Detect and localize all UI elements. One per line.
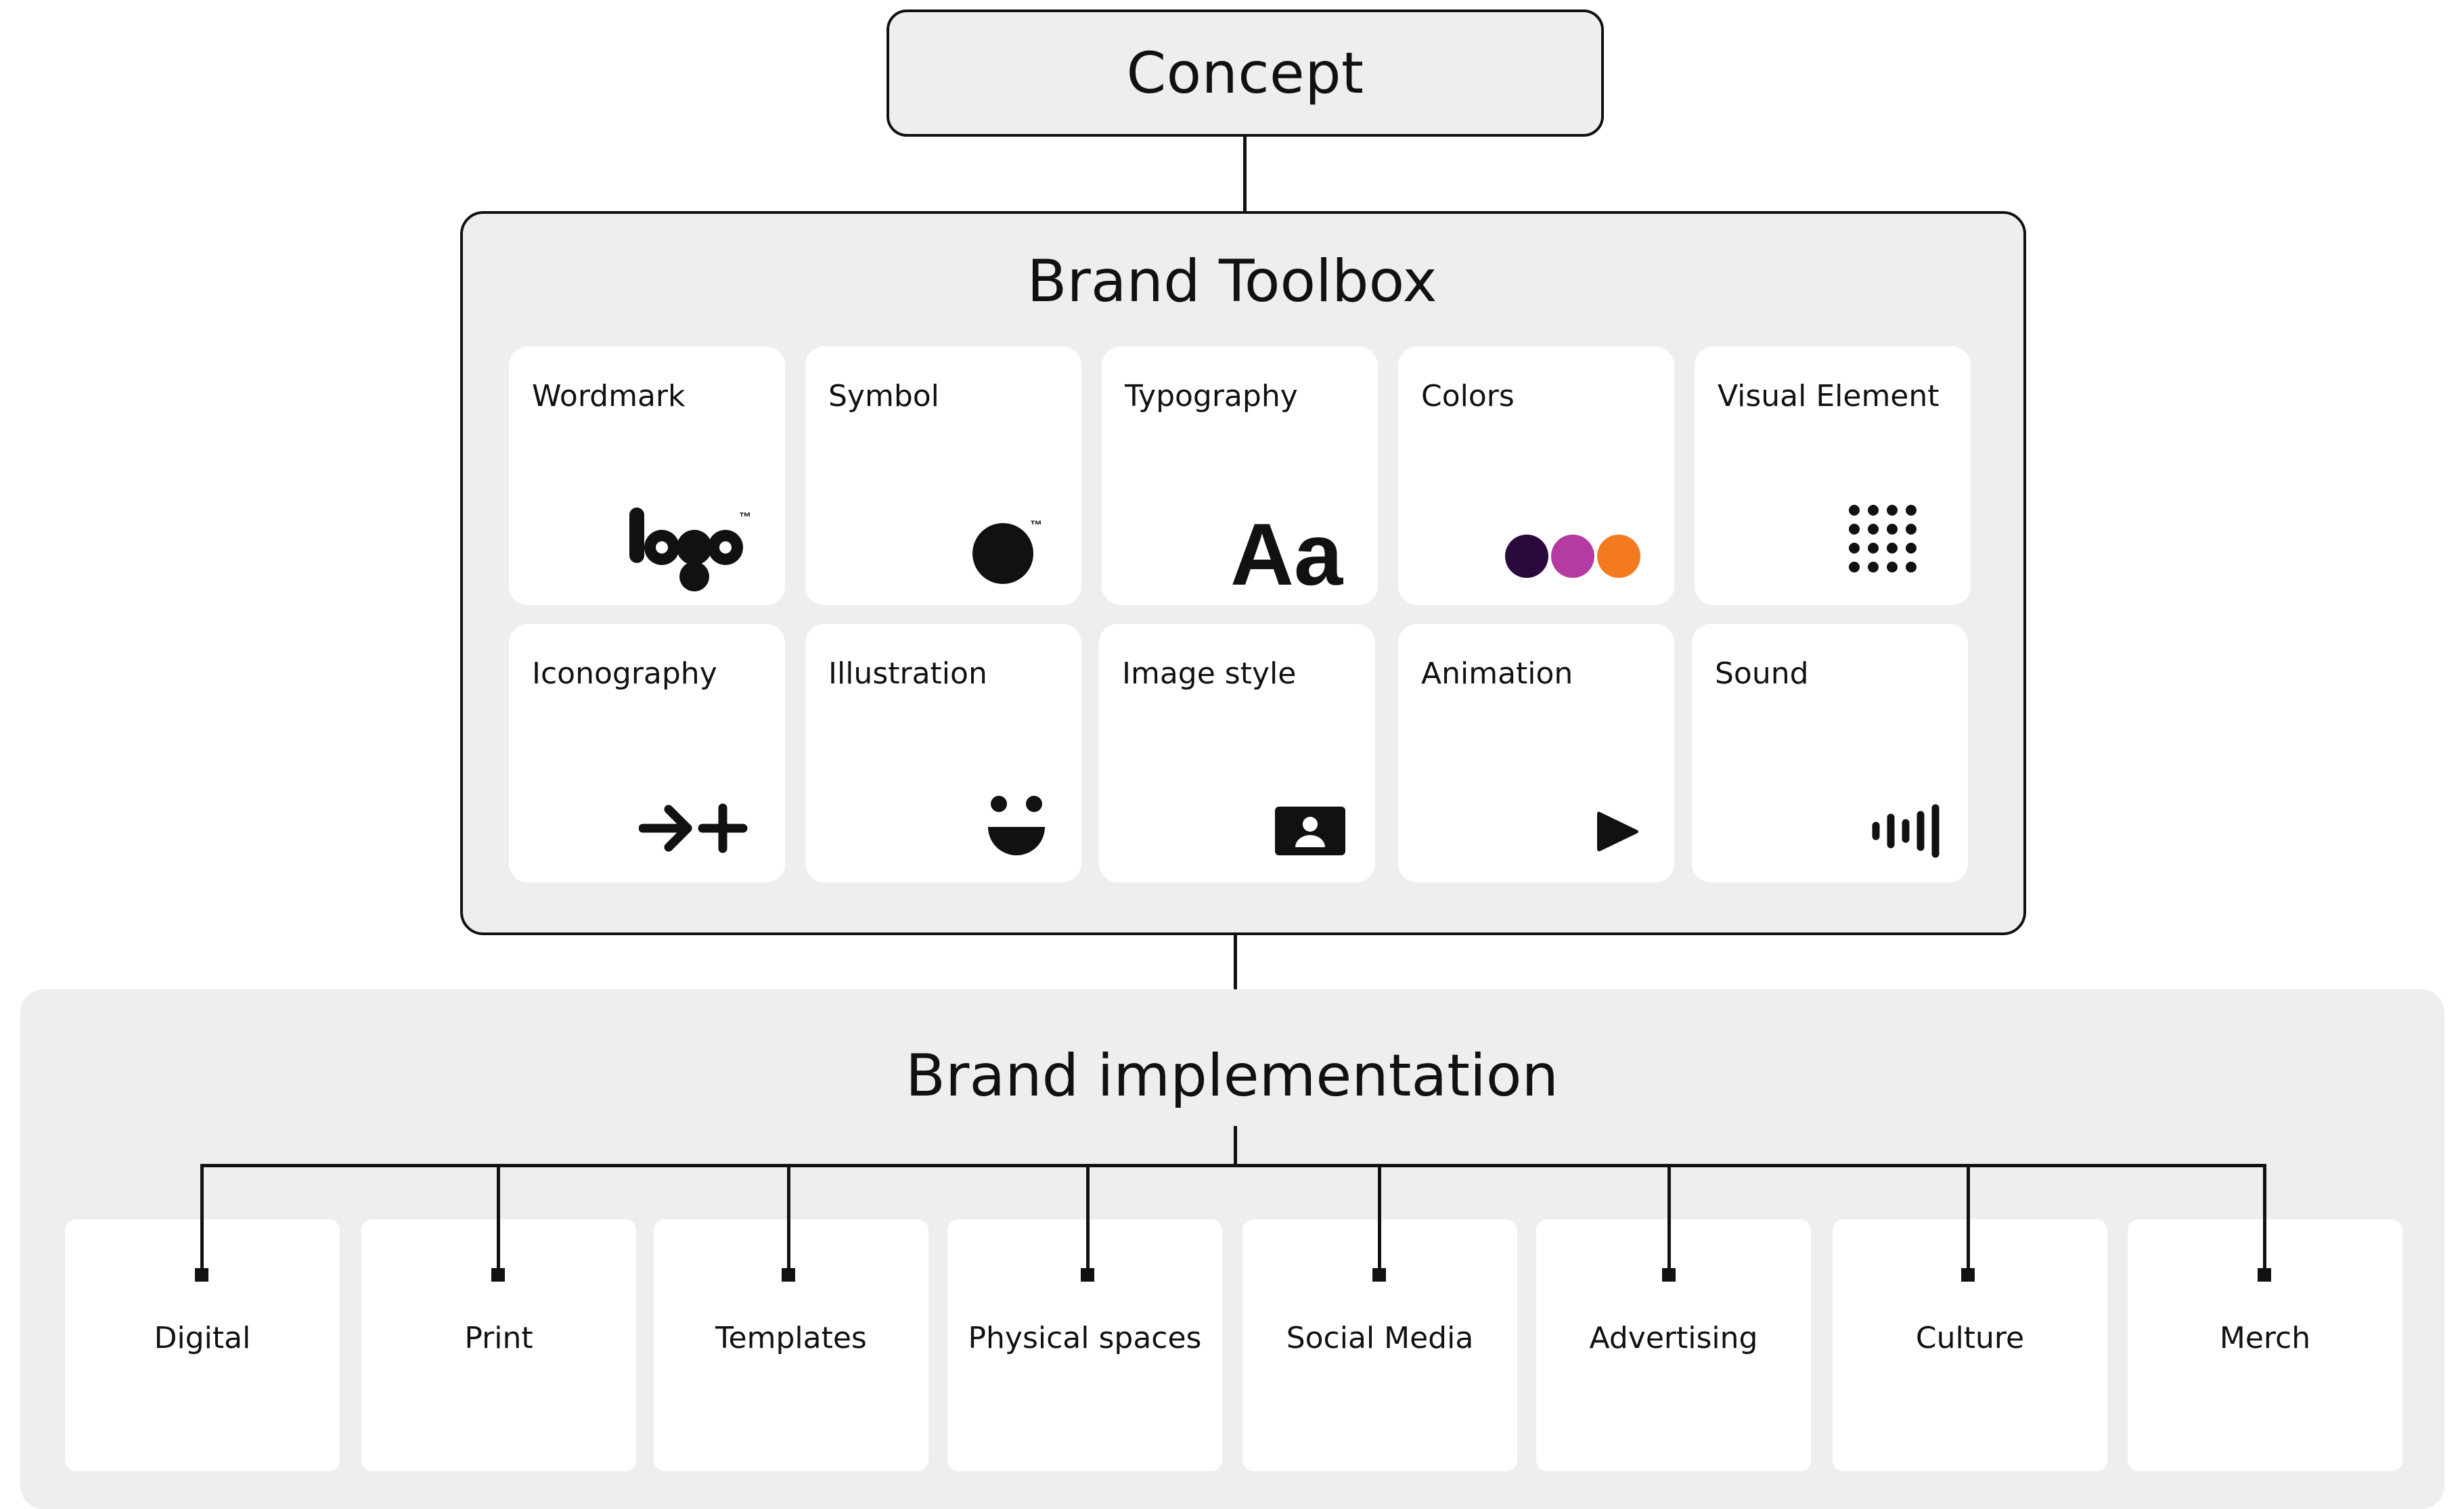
toolbox-card-illustration: Illustration (805, 624, 1081, 882)
card-label: Animation (1421, 656, 1573, 691)
toolbox-card-symbol: Symbol ™ (805, 346, 1081, 605)
toolbox-card-image-style: Image style (1099, 624, 1375, 882)
card-label: Typography (1125, 379, 1298, 413)
implementation-label: Physical spaces (968, 1321, 1202, 1355)
branch-terminal-culture (1961, 1268, 1975, 1282)
implementation-card-advertising: Advertising (1536, 1219, 1811, 1471)
connector-concept-toolbox (1243, 137, 1247, 212)
dot-grid-icon (1849, 505, 1917, 572)
play-icon (1597, 811, 1638, 851)
card-label: Colors (1421, 379, 1515, 413)
circle-symbol-icon: ™ (972, 518, 1042, 584)
branch-connector-physical-spaces (1086, 1164, 1090, 1272)
toolbox-card-visual-element: Visual Element (1695, 346, 1971, 605)
implementation-label: Print (464, 1321, 533, 1355)
smiley-face-icon (988, 796, 1045, 855)
svg-text:™: ™ (739, 510, 751, 524)
implementation-label: Templates (715, 1321, 867, 1355)
card-label: Illustration (828, 656, 987, 691)
branch-terminal-merch (2258, 1268, 2271, 1282)
svg-text:Aa: Aa (1230, 506, 1344, 594)
card-label: Iconography (532, 656, 717, 691)
brand-implementation-title: Brand implementation (905, 1042, 1559, 1110)
card-label: Visual Element (1718, 379, 1940, 413)
logo-wordmark-icon: ™ (629, 508, 751, 591)
toolbox-card-typography: Typography Aa (1102, 346, 1378, 605)
branch-connector-templates (787, 1164, 790, 1272)
branch-connector-print (497, 1164, 500, 1272)
branch-terminal-print (491, 1268, 505, 1282)
card-label: Symbol (828, 379, 939, 413)
concept-box: Concept (887, 9, 1604, 137)
portrait-image-icon (1275, 807, 1345, 855)
implementation-card-templates: Templates (654, 1219, 928, 1471)
implementation-label: Advertising (1589, 1321, 1758, 1355)
branch-terminal-templates (782, 1268, 795, 1282)
toolbox-card-colors: Colors (1398, 346, 1674, 605)
toolbox-card-animation: Animation (1398, 624, 1674, 882)
implementation-label: Culture (1915, 1321, 2025, 1355)
connector-toolbox-implementation (1234, 935, 1237, 1029)
branch-connector-social-media (1378, 1164, 1381, 1272)
arrow-plus-icon (639, 803, 748, 853)
implementation-label: Merch (2219, 1321, 2311, 1355)
branch-connector-advertising (1667, 1164, 1671, 1272)
brand-toolbox-title: Brand Toolbox (1027, 248, 1437, 315)
implementation-label: Digital (154, 1321, 251, 1355)
color-dots-icon (1505, 535, 1640, 578)
concept-title: Concept (1126, 40, 1364, 106)
branch-connector-merch (2263, 1164, 2266, 1272)
branch-terminal-social-media (1372, 1268, 1386, 1282)
branch-terminal-advertising (1662, 1268, 1676, 1282)
implementation-card-physical-spaces: Physical spaces (947, 1219, 1222, 1471)
sound-wave-icon (1872, 804, 1940, 858)
connector-implementation-bus (1234, 1126, 1237, 1165)
toolbox-card-iconography: Iconography (509, 624, 785, 882)
implementation-label: Social Media (1286, 1321, 1474, 1355)
implementation-bus-line (200, 1164, 2266, 1167)
branch-terminal-physical-spaces (1081, 1268, 1094, 1282)
toolbox-card-wordmark: Wordmark ™ (509, 346, 785, 605)
branch-connector-culture (1967, 1164, 1970, 1272)
toolbox-card-sound: Sound (1692, 624, 1968, 882)
branch-terminal-digital (195, 1268, 208, 1282)
branch-connector-digital (200, 1164, 204, 1272)
implementation-card-culture: Culture (1833, 1219, 2107, 1471)
svg-text:™: ™ (1030, 518, 1042, 532)
card-label: Wordmark (532, 379, 686, 413)
implementation-card-print: Print (361, 1219, 636, 1471)
aa-typography-icon: Aa (1230, 506, 1344, 594)
card-label: Image style (1122, 656, 1297, 691)
card-label: Sound (1715, 656, 1809, 691)
